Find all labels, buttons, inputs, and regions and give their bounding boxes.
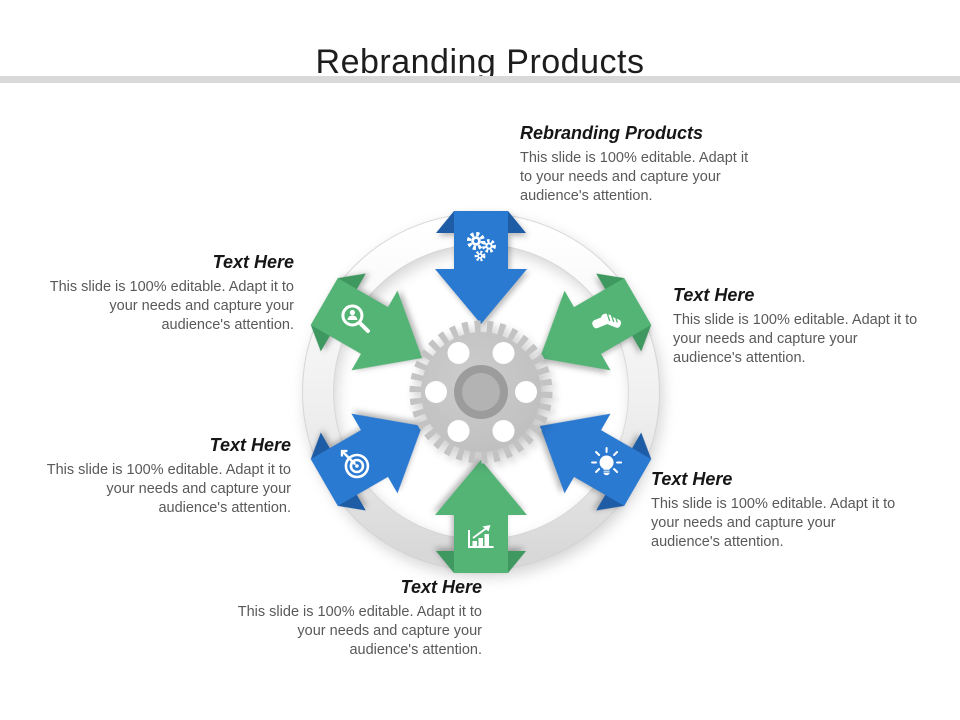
page-title: Rebranding Products [315,42,645,81]
text-block-upper-right: Text Here This slide is 100% editable. A… [673,285,918,368]
arrow-bottom [431,455,531,579]
text-block-body: This slide is 100% editable. Adapt it to… [49,279,294,333]
text-block-lower-left: Text Here This slide is 100% editable. A… [41,435,291,518]
arrow-upper-left [294,255,451,404]
text-block-heading: Text Here [651,469,733,489]
lightbulb-icon [588,446,626,484]
text-block-heading: Text Here [400,577,482,597]
bar-chart-icon [462,518,500,556]
arrow-lower-left [294,380,451,529]
text-block-upper-left: Text Here This slide is 100% editable. A… [44,252,294,335]
arrow-shape [310,273,423,371]
text-block-heading: Text Here [673,285,755,305]
target-icon [336,446,374,484]
arrow-lower-right [511,380,668,529]
text-block-body: This slide is 100% editable. Adapt it to… [237,604,482,658]
text-block-body: This slide is 100% editable. Adapt it to… [46,462,291,516]
gears-icon [462,228,500,266]
text-block-heading: Rebranding Products [520,123,704,143]
text-block-body: This slide is 100% editable. Adapt it to… [651,496,896,550]
handshake-icon [588,301,626,339]
text-block-lower-right: Text Here This slide is 100% editable. A… [651,469,896,552]
arrow-upper-right [511,255,668,404]
text-block-bottom: Text Here This slide is 100% editable. A… [232,577,482,660]
person-search-icon [336,301,374,339]
arrow-shape [539,413,652,511]
title-divider [0,76,960,83]
arrow-shape [435,460,527,573]
process-diagram [301,211,661,573]
arrow-shape [435,211,527,324]
text-block-heading: Text Here [212,252,294,272]
text-block-top: Rebranding Products This slide is 100% e… [520,123,760,206]
text-block-body: This slide is 100% editable. Adapt it to… [673,312,918,366]
gear-graphic [409,320,553,464]
arrow-top [431,205,531,329]
text-block-body: This slide is 100% editable. Adapt it to… [520,150,749,204]
text-block-heading: Text Here [209,435,291,455]
